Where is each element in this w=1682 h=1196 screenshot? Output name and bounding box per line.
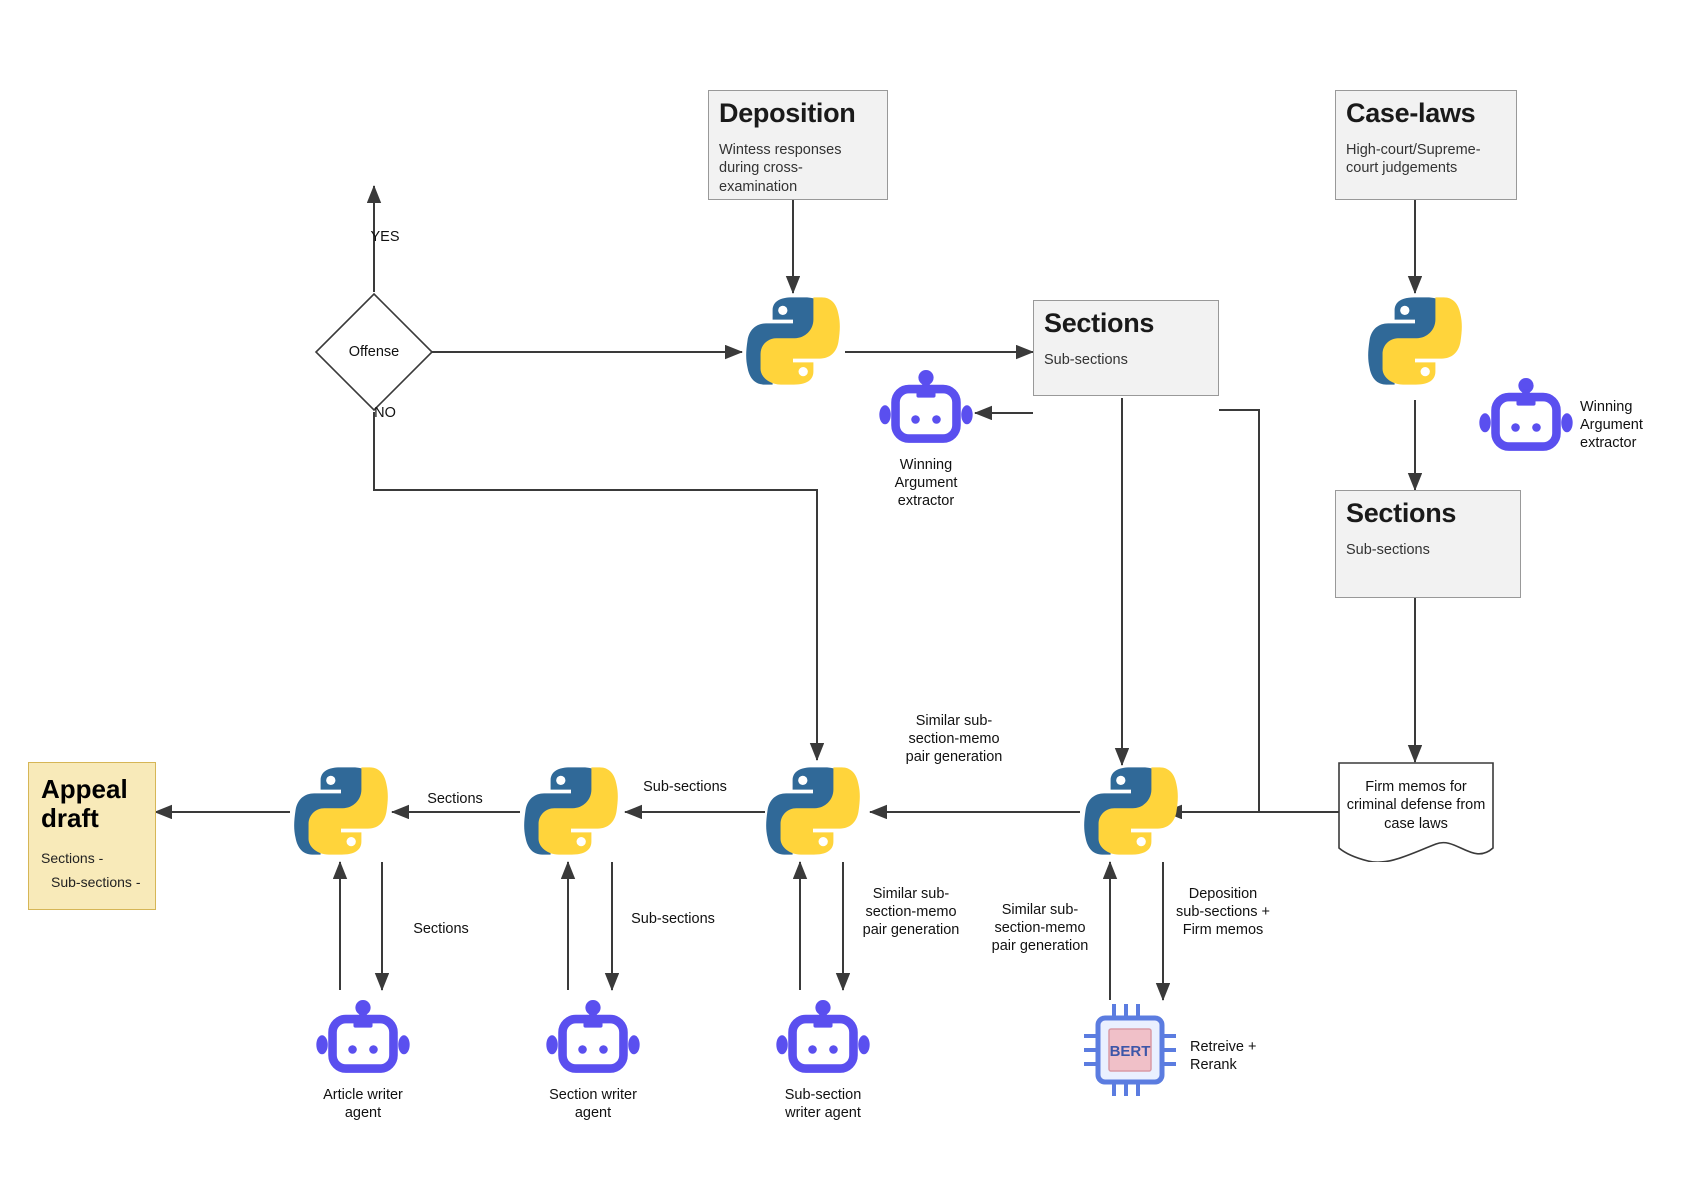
case-laws-subtitle: High-court/Supreme-court judgements [1346,142,1481,177]
firm-memos-doc [1338,762,1494,863]
sections-right-title: Sections [1346,498,1457,528]
robot-label-winning-mid: Winning Argument extractor [894,457,958,510]
robot-icon-subsection-writer [775,1000,871,1080]
case-laws-title: Case-laws [1346,98,1476,128]
deposition-subtitle: Wintess responses during cross-examinati… [719,142,842,195]
python-icon-article-writer [290,760,392,862]
robot-icon-article-writer [315,1000,411,1080]
edge-label-similar-pair-top: Similar sub-section-memo pair generation [905,713,1003,766]
python-icon-deposition [742,290,844,392]
document-shape-icon [1338,762,1494,863]
edge-label-similar-pair-retriever: Similar sub-section-memo pair generation [991,902,1089,955]
edge-label-subsections-to-section: Sub-sections [643,779,727,795]
appeal-draft-subsections: Sub-sections - [51,874,141,891]
robot-icon-winning-mid [878,370,974,450]
robot-icon-winning-right [1478,378,1574,458]
sections-right-subtitle: Sub-sections [1346,542,1430,559]
no-label: NO [374,405,396,421]
python-icon-subsection-writer [762,760,864,862]
edge-sections-right-retriever [1164,409,1260,820]
edge-label-article-sections: Sections [413,921,469,937]
edge-label-similar-pair-subsection: Similar sub-section-memo pair generation [862,886,960,939]
case-laws-box: Case-laws High-court/Supreme-court judge… [1335,90,1517,200]
offense-label: Offense [348,344,400,360]
appeal-draft-sections: Sections - [41,850,104,867]
edge-label-sections-to-appeal: Sections [427,791,483,807]
yes-label: YES [370,229,400,245]
robot-label-subsection-writer: Sub-section writer agent [784,1087,862,1122]
offense-decision-node: Offense [314,292,434,412]
deposition-box: Deposition Wintess responses during cros… [708,90,888,200]
sections-mid-subtitle: Sub-sections [1044,352,1128,369]
robot-label-winning-right: Winning Argument extractor [1580,399,1643,452]
diamond-shape [314,292,434,412]
robot-label-section-writer: Section writer agent [549,1087,637,1122]
robot-icon-section-writer [545,1000,641,1080]
firm-memos-text: Firm memos for criminal defense from cas… [1346,779,1486,832]
edge-no [373,412,825,761]
bert-chip-icon: BERT [1080,1000,1180,1100]
sections-right-box: Sections Sub-sections [1335,490,1521,598]
deposition-title: Deposition [719,98,856,128]
edge-label-section-subsections: Sub-sections [631,911,715,927]
sections-mid-title: Sections [1044,308,1155,338]
robot-label-article-writer: Article writer agent [323,1087,403,1122]
appeal-draft-box: Appeal draft Sections - Sub-sections - [28,762,156,910]
python-icon-retriever [1080,760,1182,862]
python-icon-section-writer [520,760,622,862]
appeal-draft-title: Appeal draft [41,774,128,833]
python-icon-caselaw [1364,290,1466,392]
sections-mid-box: Sections Sub-sections [1033,300,1219,396]
edge-label-deposition-plus-memos: Deposition sub-sections + Firm memos [1176,886,1270,939]
bert-chip-text: BERT [1110,1043,1151,1060]
bert-label: Retreive + Rerank [1190,1039,1257,1074]
